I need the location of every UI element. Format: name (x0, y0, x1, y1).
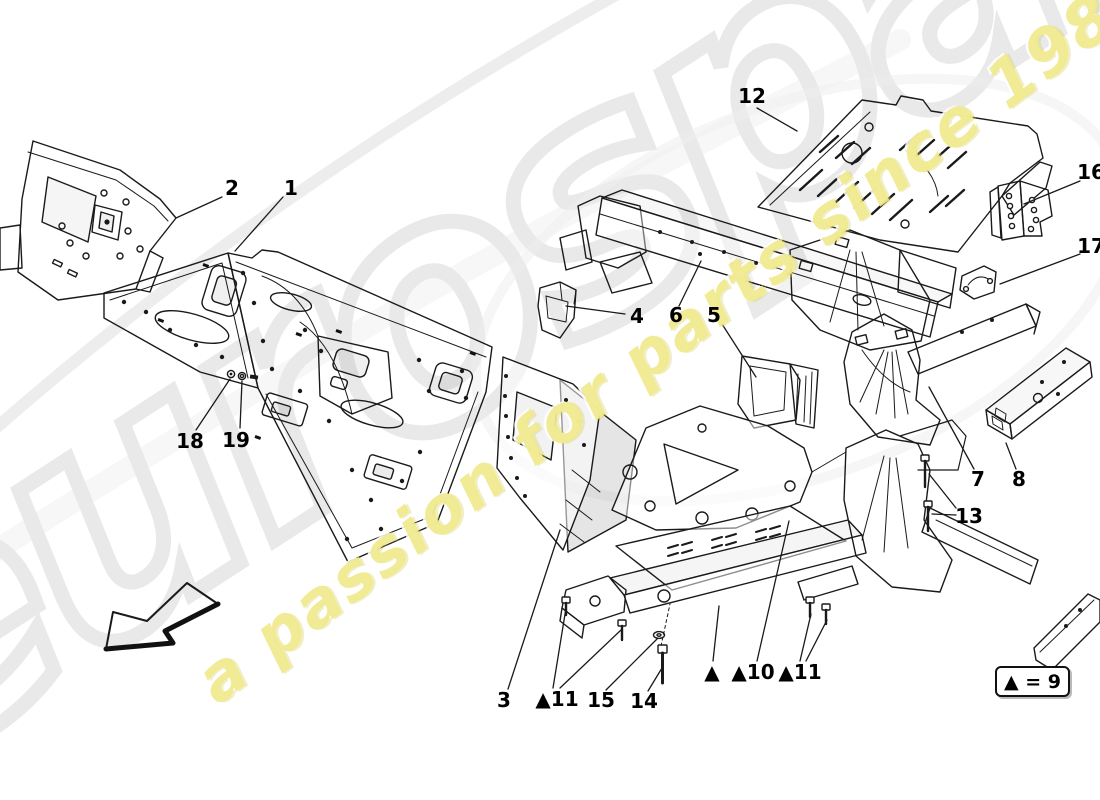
fastener-bolts (561, 454, 933, 685)
part-6-crossmember (559, 189, 957, 351)
part-17-bracket (959, 265, 997, 300)
legend-box: ▲ = 9 (995, 666, 1070, 697)
rear-subframe-assembly (559, 405, 967, 647)
direction-arrow (103, 582, 221, 652)
part-5-bracket (737, 355, 819, 429)
fastener-18-washer (226, 369, 236, 379)
callout-18: 18 (176, 429, 204, 453)
callout-triangle: ▲ (704, 660, 720, 684)
watermark-swoosh-arcs (0, 0, 620, 433)
callout-7: 7 (971, 467, 985, 491)
fastener-19-nut (237, 371, 259, 381)
leader-lines (175, 107, 1081, 692)
callout-8: 8 (1012, 467, 1026, 491)
part-1-rear-bulkhead (103, 249, 493, 563)
callout-15: 15 (587, 688, 615, 712)
part-4-bracket (537, 281, 577, 339)
callout-16: 16 (1077, 160, 1100, 184)
callout-5: 5 (707, 303, 721, 327)
part-16-bracket (989, 180, 1053, 241)
callout-2: 2 (225, 176, 239, 200)
callout-triangle-11-left: ▲11 (535, 687, 579, 711)
callout-12: 12 (738, 84, 766, 108)
callout-17: 17 (1077, 234, 1100, 258)
callout-13: 13 (955, 504, 983, 528)
part-7-wheelhouse (843, 303, 1041, 446)
part-3-side-panel (496, 356, 637, 553)
callout-4: 4 (630, 304, 644, 328)
callout-triangle-11-right: ▲11 (778, 660, 822, 684)
callout-3: 3 (497, 688, 511, 712)
callout-19: 19 (222, 428, 250, 452)
part-12-floor-pan (757, 95, 1053, 253)
part-8-box-beam (921, 347, 1100, 671)
callout-14: 14 (630, 689, 658, 713)
callout-triangle-10: ▲10 (731, 660, 775, 684)
callout-6: 6 (669, 303, 683, 327)
part-2-quarter-panel (0, 140, 177, 301)
callout-1: 1 (284, 176, 298, 200)
